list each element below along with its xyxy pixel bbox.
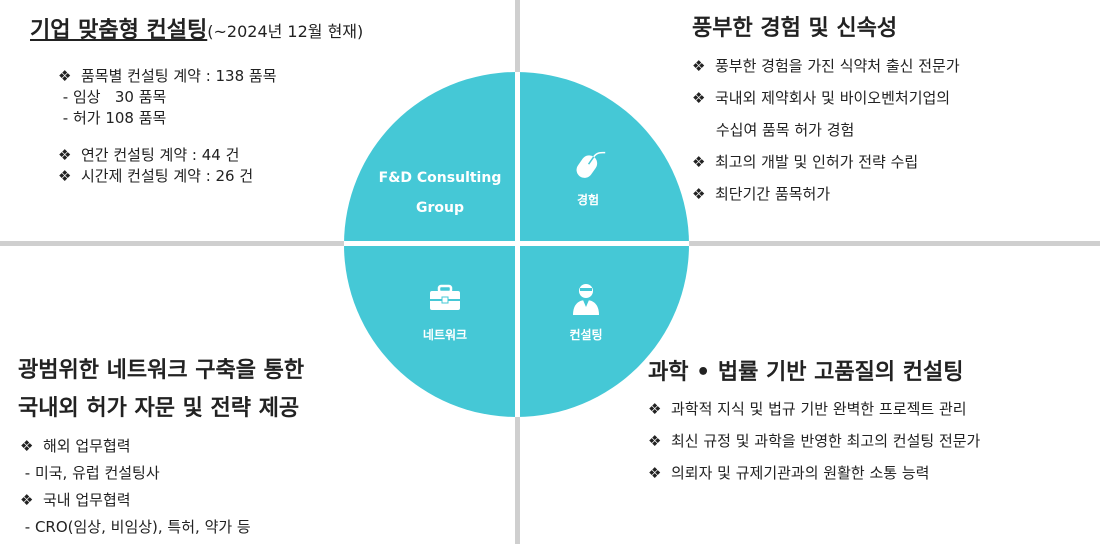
experience-label: 경험 (576, 193, 600, 207)
top-left-title-main: 기업 맞춤형 컨설팅 (30, 18, 208, 43)
list-item: ❖ 의뢰자 및 규제기관과의 원활한 소통 능력 (648, 464, 930, 482)
list-item: ❖ 최고의 개발 및 인허가 전략 수립 (692, 153, 919, 171)
list-item: - 허가 108 품목 (58, 109, 167, 127)
bottom-left-heading-line2: 국내외 허가 자문 및 전략 제공 (18, 396, 300, 421)
list-item: ❖ 시간제 컨설팅 계약 : 26 건 (58, 167, 254, 185)
list-item: ❖ 풍부한 경험을 가진 식약처 출신 전문가 (692, 57, 960, 75)
center-label-line1: F&D Consulting (378, 170, 502, 186)
consultant-icon (573, 284, 599, 315)
list-item: ❖ 최신 규정 및 과학을 반영한 최고의 컨설팅 전문가 (648, 432, 981, 450)
list-item: ❖ 해외 업무협력 (20, 437, 131, 455)
list-item: ❖ 품목별 컨설팅 계약 : 138 품목 (58, 67, 277, 85)
center-label: F&D Consulting Group (365, 163, 515, 223)
bottom-right-list: ❖ 과학적 지식 및 법규 기반 완벽한 프로젝트 관리 ❖ 최신 규정 및 과… (648, 393, 980, 489)
consulting-label: 컨설팅 (569, 328, 603, 342)
top-right-list: ❖ 풍부한 경험을 가진 식약처 출신 전문가 ❖ 국내외 제약회사 및 바이오… (692, 50, 960, 210)
briefcase-icon (430, 284, 460, 310)
list-item: ❖ 국내 업무협력 (20, 491, 131, 509)
network-label: 네트워크 (422, 328, 468, 342)
top-left-title: 기업 맞춤형 컨설팅(~2024년 12월 현재) (30, 12, 363, 44)
center-label-line2: Group (415, 200, 464, 216)
list-item: - 미국, 유럽 컨설팅사 (20, 464, 160, 482)
bottom-left-heading: 광범위한 네트워크 구축을 통한 국내외 허가 자문 및 전략 제공 (18, 352, 304, 428)
list-item: ❖ 연간 컨설팅 계약 : 44 건 (58, 146, 240, 164)
bottom-right-heading: 과학 • 법률 기반 고품질의 컨설팅 (648, 360, 964, 385)
top-left-title-sub: (~2024년 12월 현재) (207, 22, 364, 41)
top-left-list: ❖ 품목별 컨설팅 계약 : 138 품목 - 임상 30 품목 - 허가 10… (58, 66, 277, 187)
list-spacer (58, 129, 277, 145)
bottom-left-heading-line1: 광범위한 네트워크 구축을 통한 (18, 358, 305, 383)
list-item: 수십여 품목 허가 경험 (692, 121, 855, 139)
mouse-icon (576, 151, 606, 178)
list-item: ❖ 국내외 제약회사 및 바이오벤처기업의 (692, 89, 951, 107)
bottom-left-list: ❖ 해외 업무협력 - 미국, 유럽 컨설팅사 ❖ 국내 업무협력 - CRO(… (20, 433, 251, 541)
list-item: - CRO(임상, 비임상), 특허, 약가 등 (20, 518, 251, 536)
top-right-heading: 풍부한 경험 및 신속성 (692, 16, 898, 41)
list-item: - 임상 30 품목 (58, 88, 167, 106)
list-item: ❖ 최단기간 품목허가 (692, 185, 831, 203)
list-item: ❖ 과학적 지식 및 법규 기반 완벽한 프로젝트 관리 (648, 400, 967, 418)
circle-vertical-line (515, 72, 520, 417)
